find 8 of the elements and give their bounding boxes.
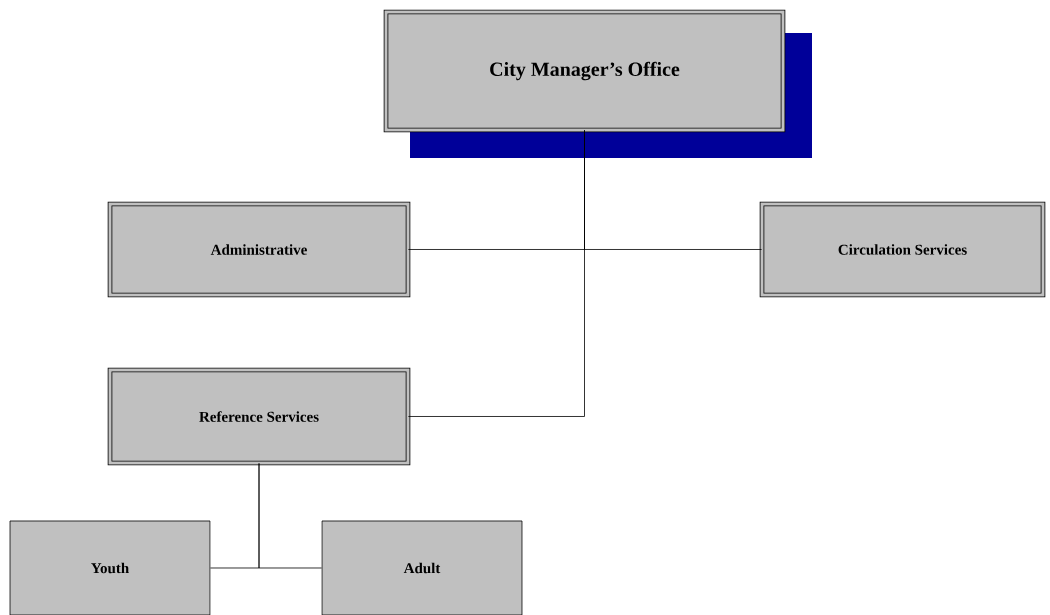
connector-line <box>408 130 585 417</box>
org-box: Administrative <box>107 201 411 298</box>
org-box: Youth <box>9 520 211 615</box>
org-box: Adult <box>321 520 523 615</box>
org-box: City Manager’s Office <box>383 9 786 133</box>
connector-line <box>258 463 322 569</box>
org-box: Circulation Services <box>759 201 1046 298</box>
org-box: Reference Services <box>107 367 411 466</box>
